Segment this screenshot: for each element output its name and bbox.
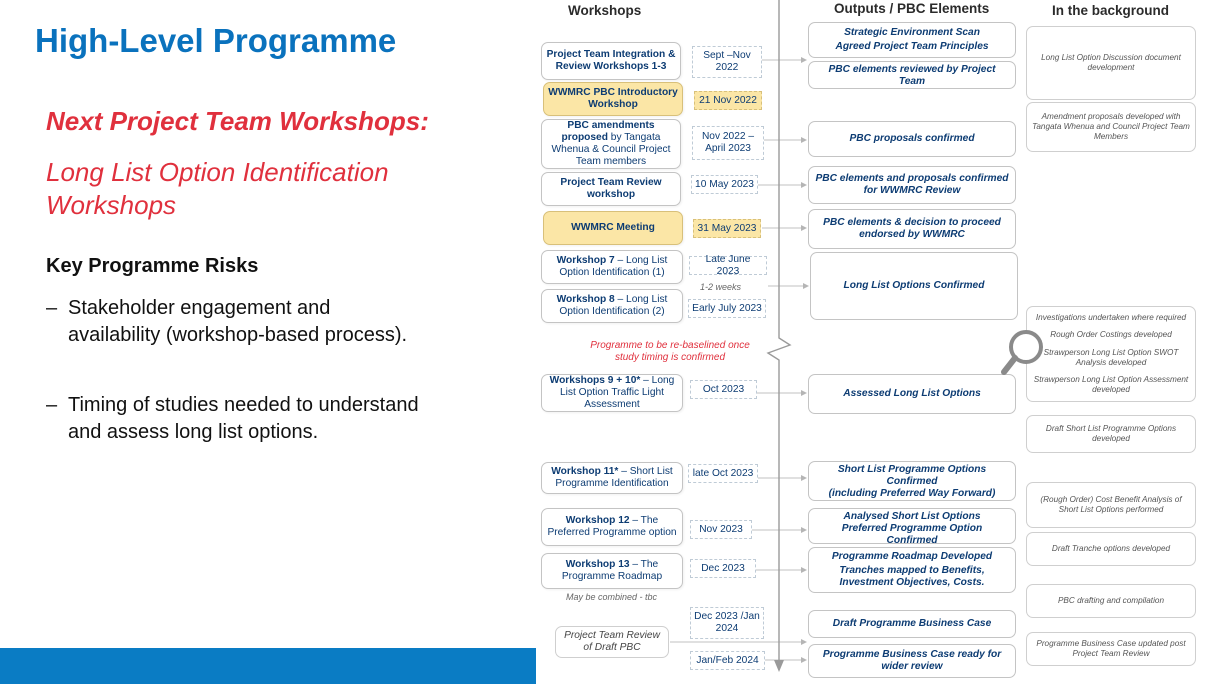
risk-dash: – <box>46 297 58 319</box>
workshop-date: Late June 2023 <box>689 254 767 277</box>
background-box: Amendment proposals developed with Tanga… <box>1026 102 1196 152</box>
risk-text: Timing of studies needed to understand a… <box>68 394 419 443</box>
workshop-box: Workshop 8 – Long List Option Identifica… <box>541 289 683 323</box>
workshop-box: Workshops 9 + 10* – Long List Option Tra… <box>541 374 683 412</box>
workshop-date: Nov 2023 <box>690 520 752 539</box>
workshop-date: 10 May 2023 <box>691 175 758 194</box>
output-box: PBC elements & decision to proceed endor… <box>808 209 1016 249</box>
workshop-box: Workshop 7 – Long List Option Identifica… <box>541 250 683 284</box>
output-box: Short List Programme Options Confirmed(i… <box>808 461 1016 501</box>
workshop-box: Workshop 12 – The Preferred Programme op… <box>541 508 683 546</box>
workshop-date: Nov 2022 – April 2023 <box>692 126 764 160</box>
next-workshops-subheading: Long List Option Identification Workshop… <box>46 157 389 220</box>
combined-note: May be combined - tbc <box>566 592 658 602</box>
output-box: Programme Business Case ready for wider … <box>808 644 1016 678</box>
workshop-box: PBC amendments proposed by Tangata Whenu… <box>541 119 681 169</box>
background-box: Draft Tranche options developed <box>1026 532 1196 566</box>
workshop-date: 21 Nov 2022 <box>694 91 762 110</box>
workshop-box: Project Team Integration & Review Worksh… <box>541 42 681 80</box>
workshop-box: Workshop 11* – Short List Programme Iden… <box>541 462 683 494</box>
workshop-date: late Oct 2023 <box>688 464 758 483</box>
workshop-date: Sept –Nov 2022 <box>692 46 762 78</box>
background-box: Investigations undertaken where required… <box>1026 306 1196 402</box>
workshop-date: 31 May 2023 <box>693 219 761 238</box>
workshop-box: Workshop 13 – The Programme Roadmap <box>541 553 683 589</box>
rebaseline-note: Programme to be re-baselined once study … <box>590 340 750 363</box>
workshop-box: Project Team Review of Draft PBC <box>555 626 669 658</box>
background-box: Long List Option Discussion document dev… <box>1026 26 1196 100</box>
duration-note: 1-2 weeks <box>700 282 742 292</box>
background-box: Programme Business Case updated post Pro… <box>1026 632 1196 666</box>
output-box: PBC proposals confirmed <box>808 121 1016 157</box>
risk-item: – Stakeholder engagement and availabilit… <box>46 295 426 349</box>
workshop-date: Oct 2023 <box>690 380 757 399</box>
workshop-date: Jan/Feb 2024 <box>690 651 765 670</box>
risk-item: – Timing of studies needed to understand… <box>46 392 426 446</box>
risks-heading: Key Programme Risks <box>46 255 259 277</box>
column-header-workshops: Workshops <box>568 3 642 18</box>
workshop-box: Project Team Review workshop <box>541 172 681 206</box>
background-box: PBC drafting and compilation <box>1026 584 1196 618</box>
slide-title: High-Level Programme <box>35 22 397 59</box>
magnifier-icon <box>1001 330 1043 375</box>
workshop-box: WWMRC Meeting <box>543 211 683 245</box>
next-workshops-heading: Next Project Team Workshops: <box>46 106 429 136</box>
output-box: PBC elements and proposals confirmed for… <box>808 166 1016 204</box>
risk-dash: – <box>46 394 58 416</box>
workshop-date: Dec 2023 <box>690 559 756 578</box>
workshop-box: WWMRC PBC Introductory Workshop <box>543 82 683 116</box>
output-box: Assessed Long List Options <box>808 374 1016 414</box>
column-header-outputs: Outputs / PBC Elements <box>834 1 990 16</box>
workshop-date: Dec 2023 /Jan 2024 <box>690 607 764 639</box>
background-box: Draft Short List Programme Options devel… <box>1026 415 1196 453</box>
background-box: (Rough Order) Cost Benefit Analysis of S… <box>1026 482 1196 528</box>
output-box: Draft Programme Business Case <box>808 610 1016 638</box>
risk-text: Stakeholder engagement and availability … <box>68 297 408 346</box>
output-box: Long List Options Confirmed <box>810 252 1018 320</box>
workshop-date: Early July 2023 <box>688 299 766 318</box>
output-box: PBC elements reviewed by Project Team <box>808 61 1016 89</box>
column-header-background: In the background <box>1052 3 1170 18</box>
